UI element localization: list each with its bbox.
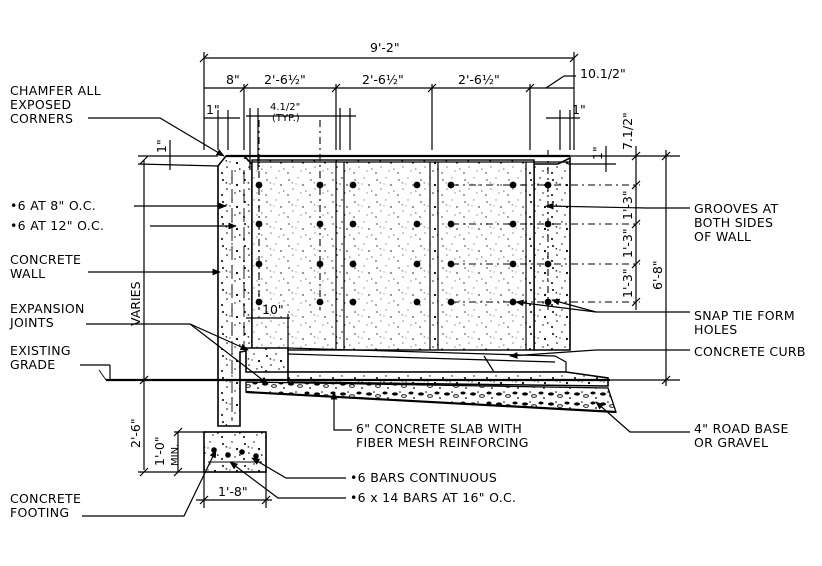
dim-10in: 10": [262, 302, 284, 317]
dim-varies: VARIES: [128, 281, 143, 326]
label-grooves-2: BOTH SIDES: [694, 215, 773, 230]
dim-1-3-c: 1'-3": [620, 268, 635, 298]
label-footing-1: CONCRETE: [10, 491, 81, 506]
callout-labels: CHAMFER ALL EXPOSED CORNERS •6 AT 8" O.C…: [9, 83, 806, 520]
label-existing-grade-2: GRADE: [10, 357, 55, 372]
dim-min: MIN.: [170, 444, 181, 466]
top-dimensions: [199, 52, 580, 170]
dim-2-6-half-a: 2'-6½": [264, 72, 306, 87]
dimension-labels: 9'-2" 8" 2'-6½" 2'-6½" 2'-6½" 10.1/2" 1"…: [128, 40, 665, 499]
dim-1in-side: 1": [590, 146, 605, 160]
centerlines: [258, 120, 640, 310]
dim-1in-left: 1": [206, 102, 220, 117]
label-grooves-3: OF WALL: [694, 229, 751, 244]
label-concrete-wall-1: CONCRETE: [10, 252, 81, 267]
dim-1-3-b: 1'-3": [620, 228, 635, 258]
right-dimensions: [568, 146, 680, 386]
label-bars-14: •6 x 14 BARS AT 16" O.C.: [350, 490, 516, 505]
dim-1-8: 1'-8": [218, 484, 248, 499]
dim-2-6: 2'-6": [128, 418, 143, 448]
label-chamfer-2: EXPOSED: [10, 97, 71, 112]
dim-2-6-half-c: 2'-6½": [458, 72, 500, 87]
dim-6-8: 6'-8": [650, 260, 665, 290]
label-concrete-curb: CONCRETE CURB: [694, 344, 806, 359]
label-snap-tie-2: HOLES: [694, 322, 738, 337]
label-grooves-1: GROOVES AT: [694, 201, 778, 216]
dim-typ: (TYP.): [272, 113, 300, 124]
dim-1-3-a: 1'-3": [620, 190, 635, 220]
dim-1-0: 1'-0": [152, 436, 167, 466]
dim-1in-top: 1": [154, 139, 169, 153]
label-expansion-1: EXPANSION: [10, 301, 85, 316]
label-bars-continuous: •6 BARS CONTINUOUS: [350, 470, 497, 485]
label-concrete-wall-2: WALL: [10, 266, 45, 281]
snap-tie-holes: [255, 181, 552, 306]
dim-2-6-half-b: 2'-6½": [362, 72, 404, 87]
label-snap-tie-1: SNAP TIE FORM: [694, 308, 795, 323]
label-bar-8oc: •6 AT 8" O.C.: [10, 198, 96, 213]
dim-4-half: 4.1/2": [270, 102, 300, 113]
dim-1in-right: 1": [572, 102, 586, 117]
label-bar-12oc: •6 AT 12" O.C.: [10, 218, 104, 233]
label-footing-2: FOOTING: [10, 505, 69, 520]
label-road-base-1: 4" ROAD BASE: [694, 421, 789, 436]
label-expansion-2: JOINTS: [9, 315, 54, 330]
left-dimensions: [137, 140, 290, 508]
label-chamfer-1: CHAMFER ALL: [10, 83, 101, 98]
dim-overall: 9'-2": [370, 40, 400, 55]
dim-10-half: 10.1/2": [580, 66, 626, 81]
label-existing-grade-1: EXISTING: [10, 343, 71, 358]
label-road-base-2: OR GRAVEL: [694, 435, 768, 450]
dim-8in: 8": [226, 72, 240, 87]
dim-7-half: 7.1/2": [620, 112, 635, 150]
label-chamfer-3: CORNERS: [10, 111, 73, 126]
panel-face: [253, 163, 525, 349]
leaders: [80, 117, 690, 517]
label-slab-1: 6" CONCRETE SLAB WITH: [356, 421, 522, 436]
label-slab-2: FIBER MESH REINFORCING: [356, 435, 529, 450]
